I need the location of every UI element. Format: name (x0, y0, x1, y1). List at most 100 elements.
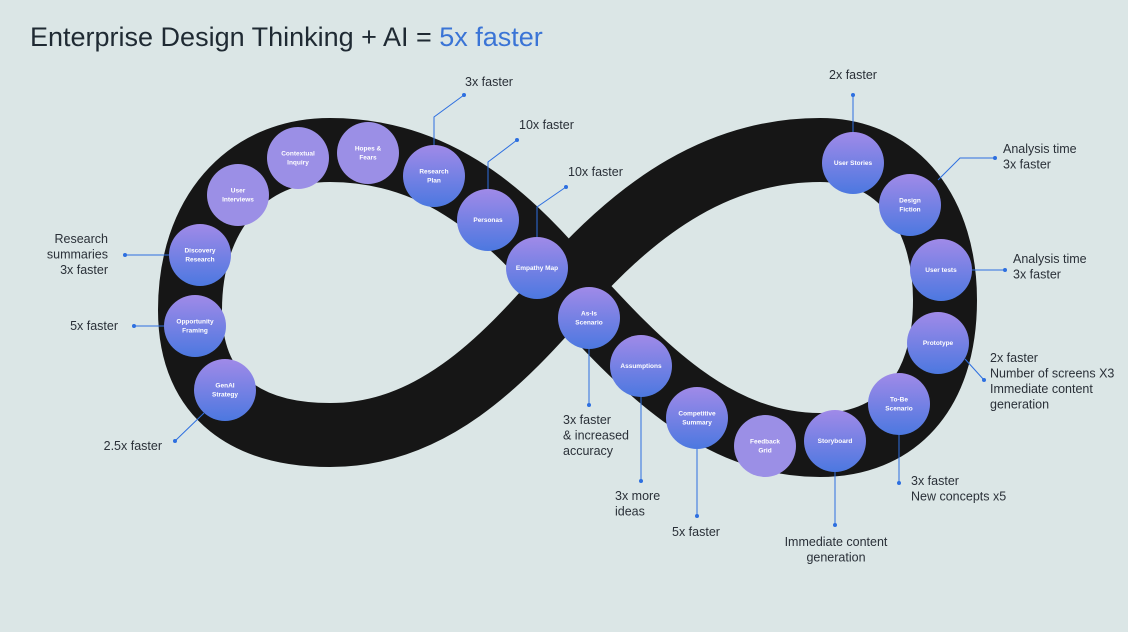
annotation-text: generation (990, 398, 1049, 412)
bubble-circle (169, 224, 231, 286)
bubble-personas: Personas (457, 189, 519, 251)
annotation-text: summaries (47, 248, 108, 262)
bubble-label: Fiction (899, 207, 920, 214)
bubble-circle (868, 373, 930, 435)
bubble-label: Scenario (885, 406, 912, 413)
opportunity-note: 5x faster (70, 319, 164, 333)
leader-dot (833, 523, 837, 527)
bubble-assumptions: Assumptions (610, 335, 672, 397)
bubble-label: Prototype (923, 340, 954, 347)
page-title: Enterprise Design Thinking + AI = 5x fas… (30, 22, 543, 53)
annotation-text: 2x faster (829, 68, 877, 82)
bubble-circle (910, 239, 972, 301)
leader-dot (695, 514, 699, 518)
annotation-text: generation (806, 551, 865, 565)
bubble-circle (734, 415, 796, 477)
storyboard-note: Immediate content generation (785, 472, 888, 565)
leader-dot (123, 253, 127, 257)
annotation-text: 3x faster (60, 263, 108, 277)
bubble-label: GenAI (215, 383, 234, 390)
annotation-text: 5x faster (672, 525, 720, 539)
leader-dot (564, 185, 568, 189)
bubble-label: Plan (427, 178, 441, 185)
bubble-circle (506, 237, 568, 299)
bubble-label: Hopes & (355, 146, 382, 153)
annotation-text: 2.5x faster (104, 439, 162, 453)
bubble-circle (403, 145, 465, 207)
annotation-text: ideas (615, 505, 645, 519)
bubble-circle (164, 295, 226, 357)
bubble-genai-strategy: GenAI Strategy (194, 359, 256, 421)
annotation-text: 5x faster (70, 319, 118, 333)
bubble-circle (879, 174, 941, 236)
annotation-text: accuracy (563, 444, 614, 458)
bubble-label: Inquiry (287, 160, 309, 167)
genai-note: 2.5x faster (104, 412, 205, 453)
leader-dot (639, 479, 643, 483)
bubble-label: Fears (359, 155, 377, 162)
leader-dot (462, 93, 466, 97)
leader-line (487, 139, 518, 189)
bubble-circle (804, 410, 866, 472)
bubble-label: Research (185, 257, 214, 264)
leader-dot (897, 481, 901, 485)
leader-dot (993, 156, 997, 160)
bubble-label: Strategy (212, 392, 238, 399)
annotation-text: 10x faster (568, 165, 623, 179)
competitive-note: 5x faster (672, 449, 720, 539)
leader-dot (515, 138, 519, 142)
bubble-circle (907, 312, 969, 374)
bubble-label: Scenario (575, 320, 602, 327)
annotation-text: 3x faster (1013, 268, 1061, 282)
leader-line (174, 412, 205, 442)
bubble-label: User Stories (834, 160, 873, 167)
title-accent: 5x faster (439, 22, 543, 52)
bubble-label: User tests (925, 267, 957, 274)
annotation-text: 2x faster (990, 351, 1038, 365)
bubble-storyboard: Storyboard (804, 410, 866, 472)
leader-dot (851, 93, 855, 97)
bubble-label: Research (419, 169, 448, 176)
leader-dot (587, 403, 591, 407)
research-plan-note: 3x faster (433, 75, 513, 145)
bubble-label: Competitive (678, 411, 716, 418)
annotation-text: Analysis time (1013, 252, 1087, 266)
bubble-circle (267, 127, 329, 189)
annotation-text: Research (55, 232, 109, 246)
bubble-circle (194, 359, 256, 421)
bubble-hopes-fears: Hopes & Fears (337, 122, 399, 184)
bubble-label: Design (899, 198, 921, 205)
empathy-map-note: 10x faster (536, 165, 623, 237)
bubble-label: Framing (182, 328, 208, 335)
annotation-text: Immediate content (785, 535, 888, 549)
annotation-text: 10x faster (519, 118, 574, 132)
bubble-label: Personas (473, 217, 503, 224)
leader-line (433, 94, 465, 145)
personas-note: 10x faster (487, 118, 574, 189)
bubble-circle (822, 132, 884, 194)
bubble-label: Assumptions (620, 363, 662, 370)
leader-line (536, 186, 567, 237)
annotation-text: & increased (563, 429, 629, 443)
title-main: Enterprise Design Thinking + AI = (30, 22, 440, 52)
bubble-label: To-Be (890, 397, 908, 404)
leader-dot (982, 378, 986, 382)
bubble-circle (207, 164, 269, 226)
bubble-circle (558, 287, 620, 349)
bubble-label: Summary (682, 420, 712, 427)
